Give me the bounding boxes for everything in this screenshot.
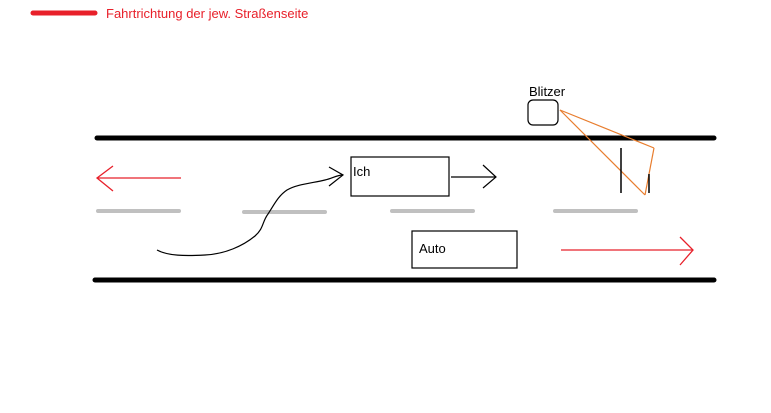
arrow-right-icon <box>451 164 497 189</box>
chevron-right-icon <box>328 166 345 187</box>
car-vehicle <box>411 230 518 269</box>
arrow-left-icon <box>95 165 181 192</box>
me-vehicle <box>350 156 450 197</box>
legend-label: Fahrtrichtung der jew. Straßenseite <box>106 6 308 21</box>
car-label: Auto <box>419 241 446 256</box>
speed-camera-label: Blitzer <box>529 84 566 99</box>
arrow-right-icon <box>561 236 694 266</box>
camera-beam <box>559 109 655 196</box>
speed-camera-icon <box>527 99 559 126</box>
me-label: Ich <box>353 164 370 179</box>
overtake-path <box>156 174 344 257</box>
